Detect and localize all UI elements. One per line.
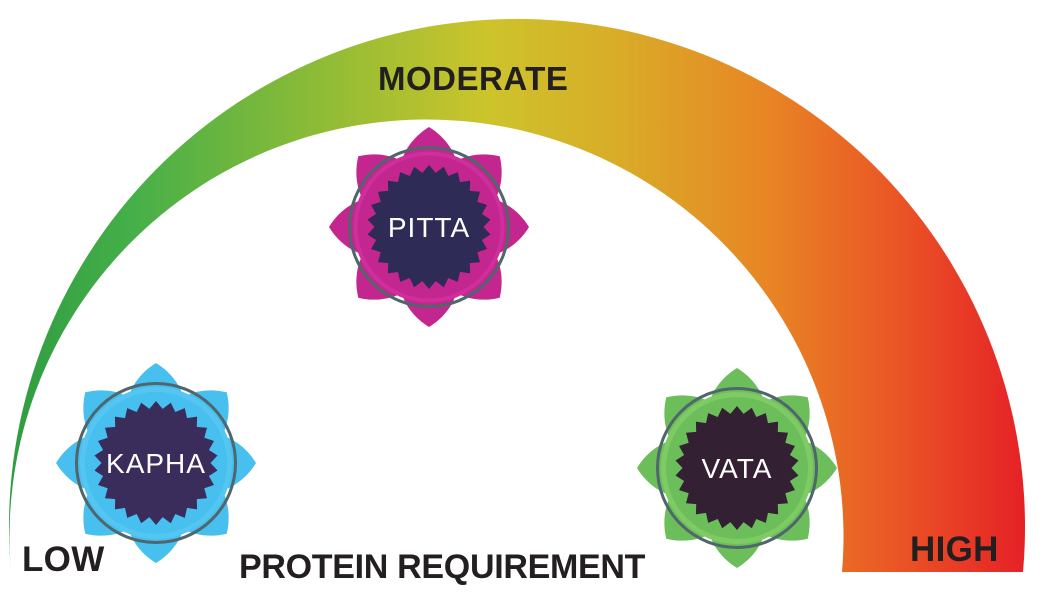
low-label: LOW	[22, 540, 105, 579]
accent-ring	[661, 392, 813, 544]
seal-starburst	[675, 406, 799, 530]
outline-ring	[348, 146, 510, 308]
moderate-label: MODERATE	[378, 60, 569, 97]
badge-pitta: PITTA	[329, 127, 529, 327]
seal-starburst	[94, 401, 218, 525]
badge-label-kapha: KAPHA	[106, 448, 206, 479]
high-label: HIGH	[910, 530, 999, 569]
gauge-arc-band	[9, 18, 1026, 582]
badge-kapha: KAPHA	[56, 363, 256, 563]
badge-vata: VATA	[637, 368, 837, 568]
axis-title: PROTEIN REQUIREMENT	[239, 548, 646, 586]
outline-ring	[75, 382, 237, 544]
badge-label-pitta: PITTA	[388, 212, 470, 243]
accent-ring	[80, 387, 232, 539]
seal-starburst	[367, 165, 491, 289]
badge-label-vata: VATA	[702, 453, 773, 484]
accent-ring	[353, 151, 505, 303]
outline-ring	[656, 387, 818, 549]
